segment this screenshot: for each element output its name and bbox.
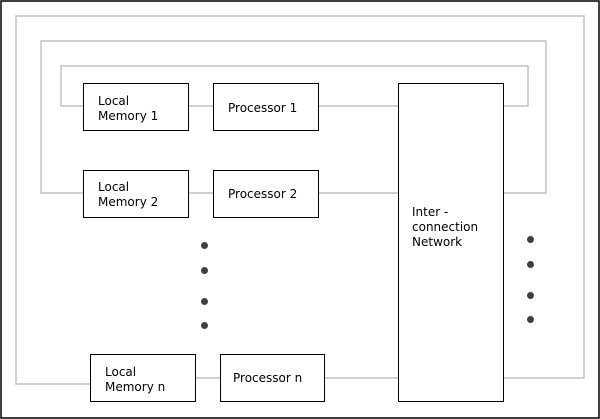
ellipsis-dot [201, 242, 208, 249]
wire-loop-1 [60, 65, 529, 107]
local-memory-2-box: Local Memory 2 [83, 170, 189, 218]
interconnection-network-box: Inter - connection Network [398, 83, 504, 402]
local-memory-n-box: Local Memory n [90, 354, 196, 402]
ellipsis-dot [527, 261, 534, 268]
processor-1-label: Processor 1 [228, 101, 298, 115]
ellipsis-dot [527, 316, 534, 323]
processor-n-box: Processor n [220, 354, 325, 402]
processor-2-label: Processor 2 [228, 187, 298, 201]
ellipsis-dot [201, 298, 208, 305]
local-memory-1-label: Local Memory 1 [98, 94, 159, 123]
interconnection-network-label: Inter - connection Network [412, 205, 479, 249]
ellipsis-dot [527, 292, 534, 299]
processor-2-box: Processor 2 [213, 170, 319, 218]
local-memory-1-box: Local Memory 1 [83, 83, 189, 131]
processor-1-box: Processor 1 [213, 83, 319, 131]
local-memory-n-label: Local Memory n [105, 365, 166, 394]
ellipsis-dot [201, 322, 208, 329]
processor-n-label: Processor n [233, 371, 303, 385]
wire-loop-2 [40, 40, 547, 194]
ellipsis-dot [201, 267, 208, 274]
local-memory-2-label: Local Memory 2 [98, 180, 159, 209]
ellipsis-dot [527, 236, 534, 243]
wire-loop-n [15, 15, 585, 385]
